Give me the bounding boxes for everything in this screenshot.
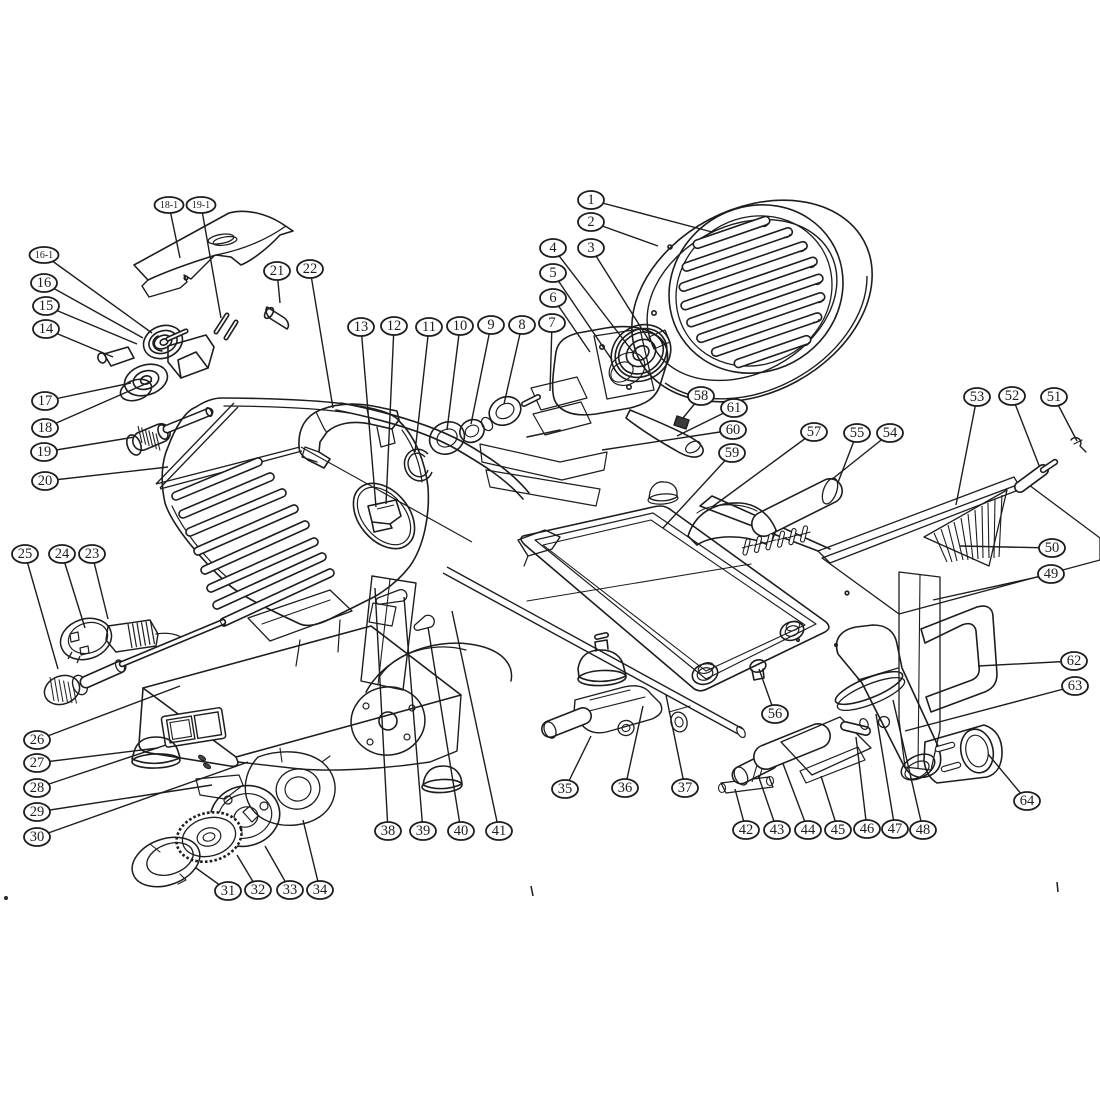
svg-text:18-1: 18-1 [160,200,178,211]
svg-text:38: 38 [381,823,396,839]
svg-text:11: 11 [422,319,436,335]
svg-text:40: 40 [454,823,469,839]
svg-text:55: 55 [850,425,865,441]
svg-text:5: 5 [549,265,556,281]
svg-text:9: 9 [487,317,494,333]
svg-text:24: 24 [55,546,70,562]
svg-text:13: 13 [354,319,369,335]
svg-text:63: 63 [1068,678,1083,694]
svg-text:59: 59 [725,445,740,461]
svg-text:34: 34 [313,882,328,898]
svg-text:45: 45 [831,822,846,838]
svg-text:35: 35 [558,781,573,797]
svg-text:19-1: 19-1 [192,200,210,211]
svg-text:31: 31 [221,883,236,899]
svg-text:23: 23 [85,546,100,562]
svg-text:22: 22 [303,261,318,277]
svg-text:47: 47 [888,821,903,837]
svg-text:1: 1 [587,192,594,208]
svg-text:14: 14 [39,321,54,337]
svg-text:56: 56 [768,706,783,722]
svg-text:37: 37 [678,780,693,796]
svg-text:48: 48 [916,822,931,838]
svg-text:60: 60 [726,422,741,438]
svg-text:42: 42 [739,822,754,838]
svg-text:58: 58 [694,388,709,404]
svg-text:17: 17 [38,393,53,409]
svg-text:36: 36 [618,780,633,796]
svg-text:21: 21 [270,263,285,279]
svg-text:25: 25 [18,546,33,562]
svg-text:39: 39 [416,823,431,839]
svg-text:43: 43 [770,822,785,838]
svg-text:15: 15 [39,298,54,314]
svg-text:26: 26 [30,732,45,748]
svg-text:62: 62 [1067,653,1082,669]
svg-text:8: 8 [518,317,525,333]
svg-text:30: 30 [30,829,45,845]
svg-text:3: 3 [587,240,594,256]
svg-text:49: 49 [1044,566,1059,582]
svg-text:57: 57 [807,424,822,440]
svg-text:53: 53 [970,389,985,405]
svg-text:12: 12 [387,318,402,334]
svg-text:27: 27 [30,755,45,771]
svg-text:29: 29 [30,804,45,820]
svg-text:18: 18 [38,420,53,436]
svg-text:64: 64 [1020,793,1035,809]
svg-text:51: 51 [1047,389,1062,405]
svg-text:33: 33 [283,882,298,898]
svg-text:4: 4 [549,240,557,256]
svg-text:20: 20 [38,473,53,489]
svg-text:28: 28 [30,780,45,796]
svg-text:50: 50 [1045,540,1060,556]
svg-text:19: 19 [37,444,52,460]
svg-text:10: 10 [453,318,468,334]
svg-text:7: 7 [548,315,555,331]
svg-text:2: 2 [587,214,594,230]
svg-text:16: 16 [37,275,52,291]
svg-text:61: 61 [727,400,742,416]
svg-text:46: 46 [860,821,875,837]
svg-text:16-1: 16-1 [35,250,53,261]
svg-text:44: 44 [801,822,816,838]
svg-text:6: 6 [549,290,556,306]
svg-text:41: 41 [492,823,507,839]
svg-text:54: 54 [883,425,898,441]
svg-text:32: 32 [251,882,266,898]
svg-text:52: 52 [1005,388,1020,404]
